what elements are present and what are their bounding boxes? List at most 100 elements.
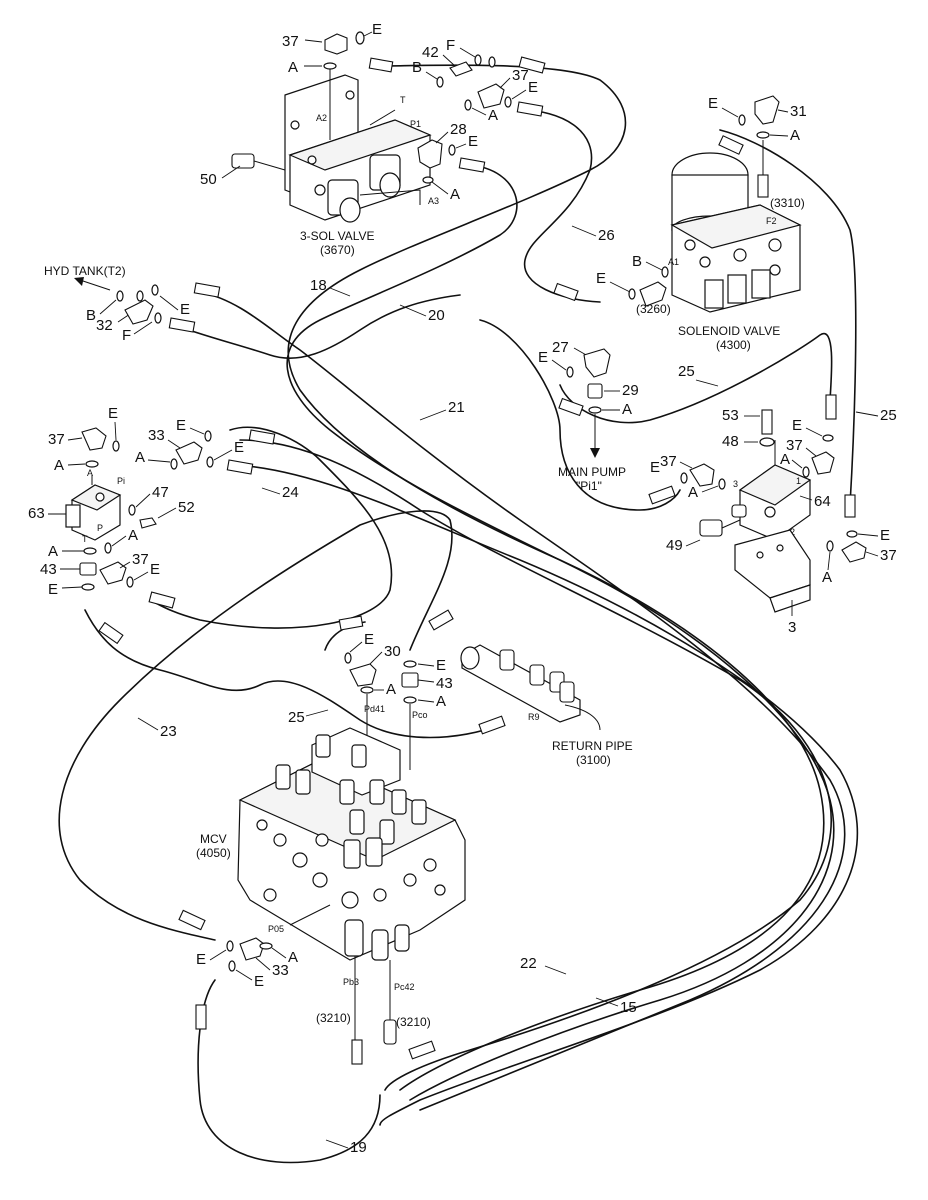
sub-code-3260: (3260) bbox=[636, 302, 671, 316]
right-hose-25: 25 E E 37 bbox=[792, 407, 897, 564]
hose-15 bbox=[234, 464, 859, 1126]
svg-text:32: 32 bbox=[96, 317, 113, 334]
svg-text:64: 64 bbox=[814, 493, 831, 510]
three-sol-valve: A2 T P1 A3 3-SOL VALVE (3670) bbox=[284, 74, 439, 257]
svg-text:A: A bbox=[790, 127, 800, 144]
svg-text:A: A bbox=[386, 681, 396, 698]
svg-text:A: A bbox=[488, 107, 498, 124]
svg-text:19: 19 bbox=[350, 1139, 367, 1156]
hyd-tank-label: HYD TANK(T2) bbox=[44, 264, 126, 278]
mcv-sub-code-left: (3210) bbox=[316, 1011, 351, 1025]
svg-text:Pco: Pco bbox=[412, 710, 428, 720]
svg-text:37: 37 bbox=[786, 437, 803, 454]
svg-text:33: 33 bbox=[272, 962, 289, 979]
svg-text:E: E bbox=[180, 301, 190, 318]
svg-text:43: 43 bbox=[40, 561, 57, 578]
hose-24 bbox=[149, 426, 393, 629]
solenoid-code: (4300) bbox=[716, 338, 751, 352]
mcv-code: (4050) bbox=[196, 846, 231, 860]
hose-19 bbox=[197, 979, 381, 1164]
port-a1-label: A1 bbox=[668, 257, 679, 267]
fitting-50: 50 bbox=[200, 153, 286, 188]
main-pump-label: MAIN PUMP bbox=[558, 465, 626, 479]
hose-bundle bbox=[58, 64, 859, 1164]
svg-text:E: E bbox=[176, 417, 186, 434]
svg-text:30: 30 bbox=[384, 643, 401, 660]
svg-text:Pd41: Pd41 bbox=[364, 704, 385, 714]
svg-text:47: 47 bbox=[152, 484, 169, 501]
svg-text:25: 25 bbox=[678, 363, 695, 380]
bracket-3: 3 bbox=[734, 529, 811, 636]
hose-20 bbox=[286, 164, 835, 1101]
mcv-title: MCV bbox=[200, 832, 227, 846]
svg-text:A: A bbox=[135, 449, 145, 466]
svg-text:E: E bbox=[196, 951, 206, 968]
svg-text:E: E bbox=[538, 349, 548, 366]
fittings-42: 42 F B bbox=[412, 37, 496, 88]
return-pipe-title: RETURN PIPE bbox=[552, 739, 633, 753]
hose-25-b bbox=[719, 129, 857, 506]
svg-text:24: 24 bbox=[282, 484, 299, 501]
mcv-sub-code-right: (3210) bbox=[396, 1015, 431, 1029]
fittings-31: 31 E A bbox=[708, 95, 807, 144]
main-pump-fittings: 27 E 29 A MAIN PUMP "Pi1" bbox=[538, 339, 639, 493]
solenoid-sub-code: (3310) bbox=[770, 196, 805, 210]
svg-text:25: 25 bbox=[288, 709, 305, 726]
port-p1-label: P1 bbox=[410, 119, 421, 129]
svg-text:Pb3: Pb3 bbox=[343, 977, 359, 987]
mcv: MCV (4050) P05 Pb3 Pc42 bbox=[196, 727, 466, 1040]
port-a3-label: A3 bbox=[428, 196, 439, 206]
hose-23 bbox=[58, 510, 453, 941]
svg-text:P: P bbox=[97, 523, 103, 533]
hose-25-c bbox=[84, 609, 501, 739]
svg-text:50: 50 bbox=[200, 171, 217, 188]
hose-22 bbox=[239, 439, 832, 1091]
svg-text:52: 52 bbox=[178, 499, 195, 516]
solenoid-title: SOLENOID VALVE bbox=[678, 324, 780, 338]
fittings-3260: B E (3260) bbox=[596, 253, 671, 316]
svg-text:A: A bbox=[450, 186, 460, 203]
svg-text:A: A bbox=[780, 451, 790, 468]
svg-text:43: 43 bbox=[436, 675, 453, 692]
svg-text:22: 22 bbox=[520, 955, 537, 972]
solenoid-valve: A1 F2 SOLENOID VALVE (4300) (3310) bbox=[668, 140, 805, 352]
svg-text:A: A bbox=[822, 569, 832, 586]
svg-text:63: 63 bbox=[28, 505, 45, 522]
svg-text:A: A bbox=[87, 468, 93, 478]
svg-text:A: A bbox=[288, 949, 298, 966]
svg-text:E: E bbox=[528, 79, 538, 96]
return-pipe: R9 RETURN PIPE (3100) bbox=[460, 644, 633, 767]
svg-text:A: A bbox=[622, 401, 632, 418]
svg-text:E: E bbox=[108, 405, 118, 422]
svg-text:37: 37 bbox=[512, 67, 529, 84]
svg-text:37: 37 bbox=[132, 551, 149, 568]
svg-text:42: 42 bbox=[422, 44, 439, 61]
svg-text:31: 31 bbox=[790, 103, 807, 120]
hose-26 bbox=[519, 109, 601, 303]
svg-text:P05: P05 bbox=[268, 924, 284, 934]
svg-text:E: E bbox=[234, 439, 244, 456]
block-64: 3 1 2 64 53 48 37 A 37 E A 49 A bbox=[650, 407, 835, 586]
svg-text:25: 25 bbox=[880, 407, 897, 424]
svg-text:A: A bbox=[48, 543, 58, 560]
svg-text:23: 23 bbox=[160, 723, 177, 740]
svg-text:37: 37 bbox=[660, 453, 677, 470]
fittings-37-middle: 37 E A bbox=[464, 67, 538, 124]
svg-text:E: E bbox=[364, 631, 374, 648]
svg-text:A: A bbox=[436, 693, 446, 710]
svg-text:20: 20 bbox=[428, 307, 445, 324]
port-a2-label: A2 bbox=[316, 113, 327, 123]
svg-text:B: B bbox=[86, 307, 96, 324]
svg-text:37: 37 bbox=[282, 33, 299, 50]
hyd-tank-fittings: HYD TANK(T2) B 32 E F bbox=[44, 264, 190, 344]
svg-text:E: E bbox=[880, 527, 890, 544]
svg-text:E: E bbox=[254, 973, 264, 990]
block-63: A Pi T P 63 37 E A A 43 E A 47 52 bbox=[28, 405, 195, 598]
fittings-top-left: 37 E A bbox=[282, 21, 382, 90]
svg-text:E: E bbox=[372, 21, 382, 38]
svg-text:F: F bbox=[122, 327, 131, 344]
svg-text:2: 2 bbox=[790, 527, 795, 537]
hose-25-a bbox=[559, 332, 833, 424]
fitting-28: 28 E A bbox=[417, 121, 478, 203]
svg-text:37: 37 bbox=[48, 431, 65, 448]
